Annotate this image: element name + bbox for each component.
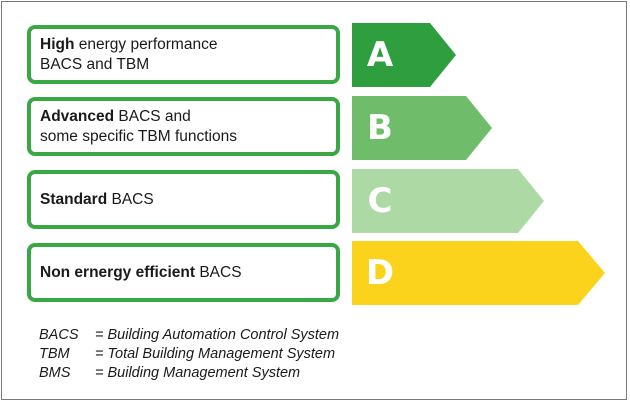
class-c-line1: BACS	[107, 190, 154, 208]
legend-abbr: TBM	[39, 346, 70, 362]
class-a-arrow-shape	[352, 23, 456, 87]
class-a-bold: High	[40, 35, 75, 53]
class-b-arrow-shape	[352, 96, 492, 160]
class-a-label: High energy performance BACS and TBM	[40, 35, 217, 75]
class-c-letter: C	[367, 181, 393, 221]
abbreviation-legend: BACS = Building Automation Control System…	[39, 326, 339, 383]
class-d-bold: Non ernergy efficient	[40, 263, 196, 281]
class-c-arrow: C	[352, 169, 550, 233]
class-b-letter: B	[367, 108, 393, 148]
class-b-line1: BACS and	[114, 107, 191, 125]
class-c-box: Standard BACS	[27, 170, 340, 229]
legend-abbr: BMS	[39, 365, 71, 381]
class-a-arrow: A	[352, 23, 462, 87]
class-d-label: Non ernergy efficient BACS	[40, 263, 242, 283]
legend-row-bms: BMS = Building Management System	[39, 364, 339, 383]
class-a-letter: A	[366, 35, 394, 75]
class-d-line1: BACS	[195, 263, 242, 281]
class-a-line2: BACS and TBM	[40, 55, 150, 73]
legend-full: = Building Management System	[95, 365, 301, 381]
class-c-arrow-shape	[352, 169, 544, 233]
class-d-box: Non ernergy efficient BACS	[27, 243, 340, 302]
class-a-line1: energy performance	[74, 35, 218, 53]
class-a-box: High energy performance BACS and TBM	[27, 25, 340, 84]
class-b-bold: Advanced	[40, 107, 115, 125]
legend-full: = Building Automation Control System	[95, 327, 340, 343]
class-d-arrow-shape	[352, 241, 605, 305]
class-d-letter: D	[365, 253, 395, 293]
class-d-arrow: D	[352, 241, 610, 305]
legend-row-bacs: BACS = Building Automation Control System	[39, 326, 339, 345]
legend-full: = Total Building Management System	[95, 346, 336, 362]
legend-row-tbm: TBM = Total Building Management System	[39, 345, 339, 364]
class-c-label: Standard BACS	[40, 190, 154, 210]
class-c-bold: Standard	[40, 190, 108, 208]
class-b-box: Advanced BACS and some specific TBM func…	[27, 97, 340, 156]
legend-abbr: BACS	[39, 327, 79, 343]
class-b-line2: some specific TBM functions	[40, 127, 237, 145]
class-b-arrow: B	[352, 96, 497, 160]
class-b-label: Advanced BACS and some specific TBM func…	[40, 107, 237, 147]
